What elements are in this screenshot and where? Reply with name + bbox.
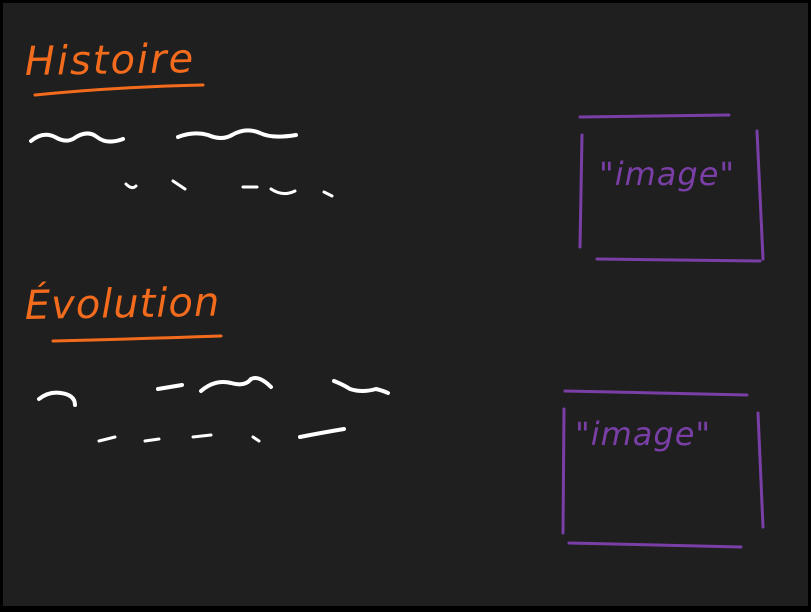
scribble-dash	[298, 427, 346, 439]
scribble-dash	[269, 187, 297, 196]
image-placeholder-2: "image"	[561, 389, 765, 549]
scribble-dash	[322, 190, 334, 198]
section-evolution: Évolution "image"	[24, 278, 765, 549]
scribble-dash	[156, 383, 184, 391]
heading-histoire: Histoire	[24, 36, 195, 85]
heading-evolution-underline	[51, 334, 223, 343]
heading-histoire-underline	[33, 83, 205, 97]
scribble-dash	[191, 433, 213, 439]
image-placeholder-2-label: "image"	[575, 415, 711, 453]
scribble-line	[199, 376, 273, 393]
scribble-line	[332, 379, 390, 395]
scribble-dash	[171, 179, 187, 191]
scribble-line	[29, 131, 125, 144]
scribble-dash	[143, 437, 161, 443]
section-histoire: Histoire "image"	[24, 36, 765, 263]
scribble-dash	[124, 182, 138, 190]
sketch-drawing: Histoire "image" Évolution	[24, 36, 765, 549]
scribble-dash	[97, 435, 117, 443]
scribble-line	[176, 128, 298, 140]
heading-evolution: Évolution	[24, 278, 220, 329]
image-placeholder-1-label: "image"	[599, 155, 735, 193]
scribble-dash	[251, 435, 261, 443]
scribble-line	[37, 390, 77, 407]
image-placeholder-1: "image"	[578, 113, 765, 263]
